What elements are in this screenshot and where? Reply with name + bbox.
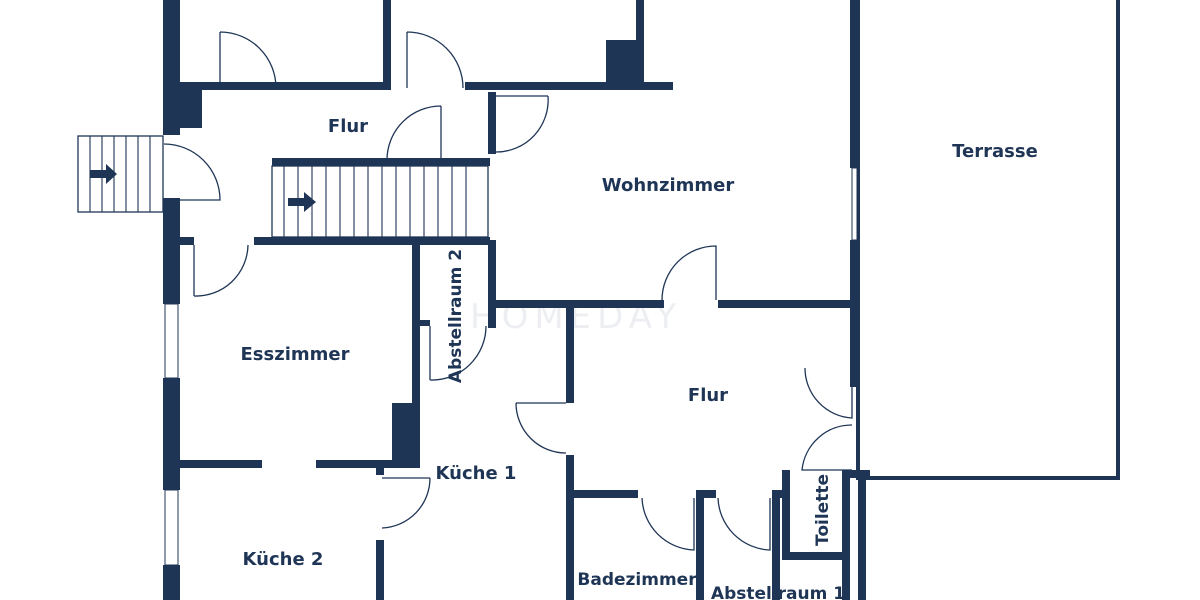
- room-label-wohnzimmer: Wohnzimmer: [602, 175, 735, 196]
- windows: [164, 167, 858, 566]
- room-label-badezimmer: Badezimmer: [577, 570, 697, 590]
- terrace-outline: [856, 0, 1120, 480]
- doors: [163, 31, 853, 551]
- room-labels: Flur Wohnzimmer Terrasse Abstellraum 2 E…: [241, 116, 1038, 600]
- room-label-terrasse: Terrasse: [952, 141, 1038, 162]
- walls: [163, 0, 870, 600]
- stair-arrow-icon: [90, 164, 117, 184]
- room-label-kueche-1: Küche 1: [436, 463, 517, 484]
- stair-arrow-icon: [288, 192, 316, 212]
- entrance-stairs: [77, 135, 164, 213]
- interior-stairs: [271, 165, 489, 238]
- room-label-abstellraum-2: Abstellraum 2: [446, 249, 466, 383]
- room-label-kueche-2: Küche 2: [243, 549, 324, 570]
- room-label-flur-top: Flur: [328, 116, 368, 137]
- room-label-esszimmer: Esszimmer: [241, 344, 350, 365]
- room-label-toilette: Toilette: [813, 474, 833, 546]
- room-label-abstellraum-1: Abstellraum 1: [711, 584, 845, 600]
- room-label-flur-mid: Flur: [688, 385, 728, 406]
